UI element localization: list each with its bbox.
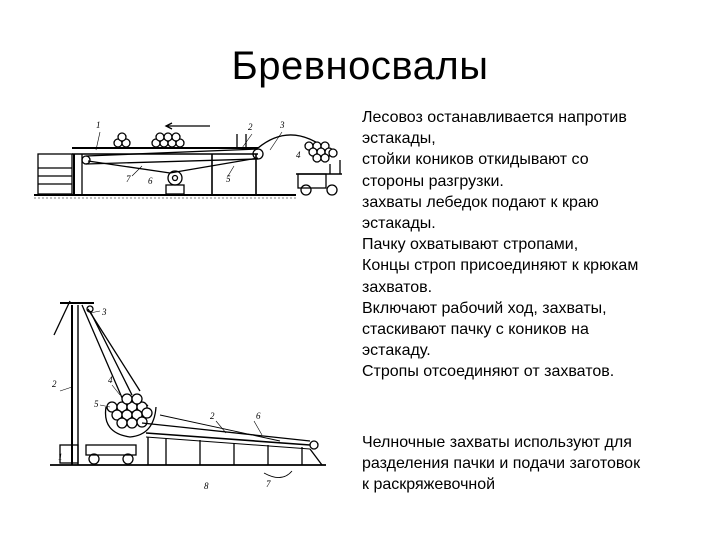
- callout-label: 6: [148, 176, 153, 186]
- description-line: Лесовоз останавливается напротив: [362, 109, 627, 126]
- callout-label: 5: [94, 399, 99, 409]
- description-line: Включают рабочий ход, захваты,: [362, 299, 607, 317]
- callout-label: 6: [256, 411, 261, 421]
- callout-label: 2: [52, 379, 57, 389]
- description-line: стаскивают пачку с коников на: [362, 321, 589, 339]
- shuttle-grip-note: Челночные захваты используют для разделе…: [362, 432, 707, 496]
- callout-label: 7: [126, 174, 131, 184]
- process-description: Лесовоз останавливается напротив эстакад…: [362, 107, 707, 383]
- callout-label: 5: [226, 174, 231, 184]
- description-line: стороны разгрузки.: [362, 172, 504, 190]
- slide-title: Бревносвалы: [231, 44, 489, 88]
- callout-label: 7: [266, 479, 271, 489]
- note-line: разделения пачки и подачи заготовок: [362, 455, 641, 473]
- note-line: Челночные захваты используют для: [362, 434, 632, 451]
- description-line: Концы строп присоединяют к крюкам: [362, 257, 639, 275]
- callout-label: 2: [248, 122, 253, 132]
- callout-label: 1: [96, 120, 101, 130]
- callout-label: 2: [210, 411, 215, 421]
- description-line: стойки коников откидывают со: [362, 151, 589, 169]
- description-line: захватов.: [362, 278, 433, 296]
- description-line: Пачку охватывают стропами,: [362, 236, 579, 254]
- callout-label: 1: [58, 452, 63, 462]
- description-line: эстакады,: [362, 130, 436, 148]
- callout-label: 8: [204, 481, 209, 491]
- note-line: к раскряжевочной: [362, 476, 496, 494]
- callout-label: 4: [296, 150, 301, 160]
- callout-label: 3: [101, 307, 107, 317]
- callout-label: 3: [279, 120, 285, 130]
- mast-unloader-diagram: 1 2 3 4 5 6 7 8 2: [50, 300, 326, 491]
- callout-label: 4: [108, 375, 113, 385]
- log-deck-winch-diagram: 1 2 3 4 5 6 7: [34, 120, 342, 199]
- description-line: захваты лебедок подают к краю: [362, 193, 599, 211]
- description-line: эстакады.: [362, 215, 436, 233]
- description-line: Стропы отсоединяют от захватов.: [362, 363, 615, 381]
- description-line: эстакаду.: [362, 342, 431, 360]
